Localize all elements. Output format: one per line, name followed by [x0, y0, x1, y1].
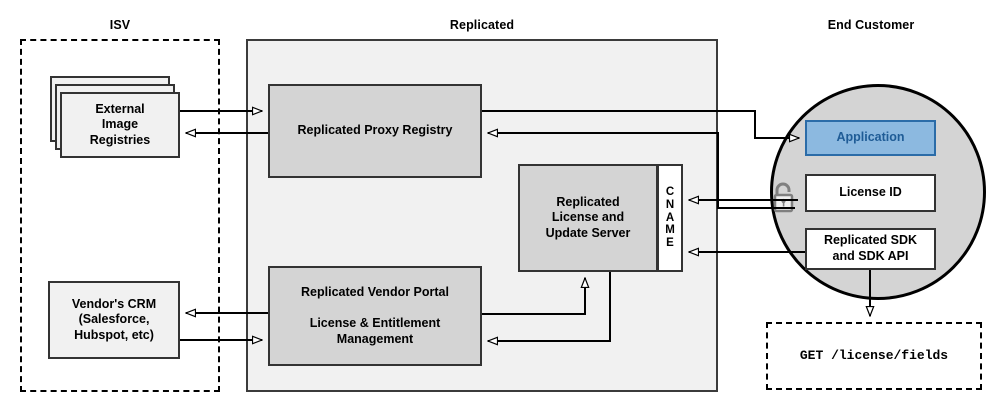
cname-letter-a: A [665, 211, 675, 224]
application-node[interactable]: Application [805, 120, 936, 156]
replicated-vendor-portal-node[interactable]: Replicated Vendor Portal License & Entit… [268, 266, 482, 366]
zone-title-end-customer: End Customer [827, 18, 915, 32]
zone-title-replicated: Replicated [449, 18, 515, 32]
isv-boundary [20, 39, 220, 392]
cname-letter-n: N [665, 198, 675, 211]
replicated-proxy-registry-node[interactable]: Replicated Proxy Registry [268, 84, 482, 178]
cname-strip[interactable]: C N A M E [657, 164, 683, 272]
cname-letter-e: E [666, 237, 674, 250]
external-image-registries-node[interactable]: External Image Registries [60, 92, 180, 158]
vendor-crm-node[interactable]: Vendor's CRM (Salesforce, Hubspot, etc) [48, 281, 180, 359]
license-id-node[interactable]: License ID [805, 174, 936, 212]
cname-letter-c: C [665, 185, 675, 198]
replicated-sdk-node[interactable]: Replicated SDK and SDK API [805, 228, 936, 270]
unlocked-padlock-icon [768, 180, 798, 214]
cname-letter-m: M [665, 224, 675, 237]
api-request-boundary [766, 322, 982, 390]
api-request-node: GET /license/fields [799, 347, 949, 363]
replicated-license-update-server-node[interactable]: Replicated License and Update Server [518, 164, 658, 272]
zone-title-isv: ISV [109, 18, 131, 32]
